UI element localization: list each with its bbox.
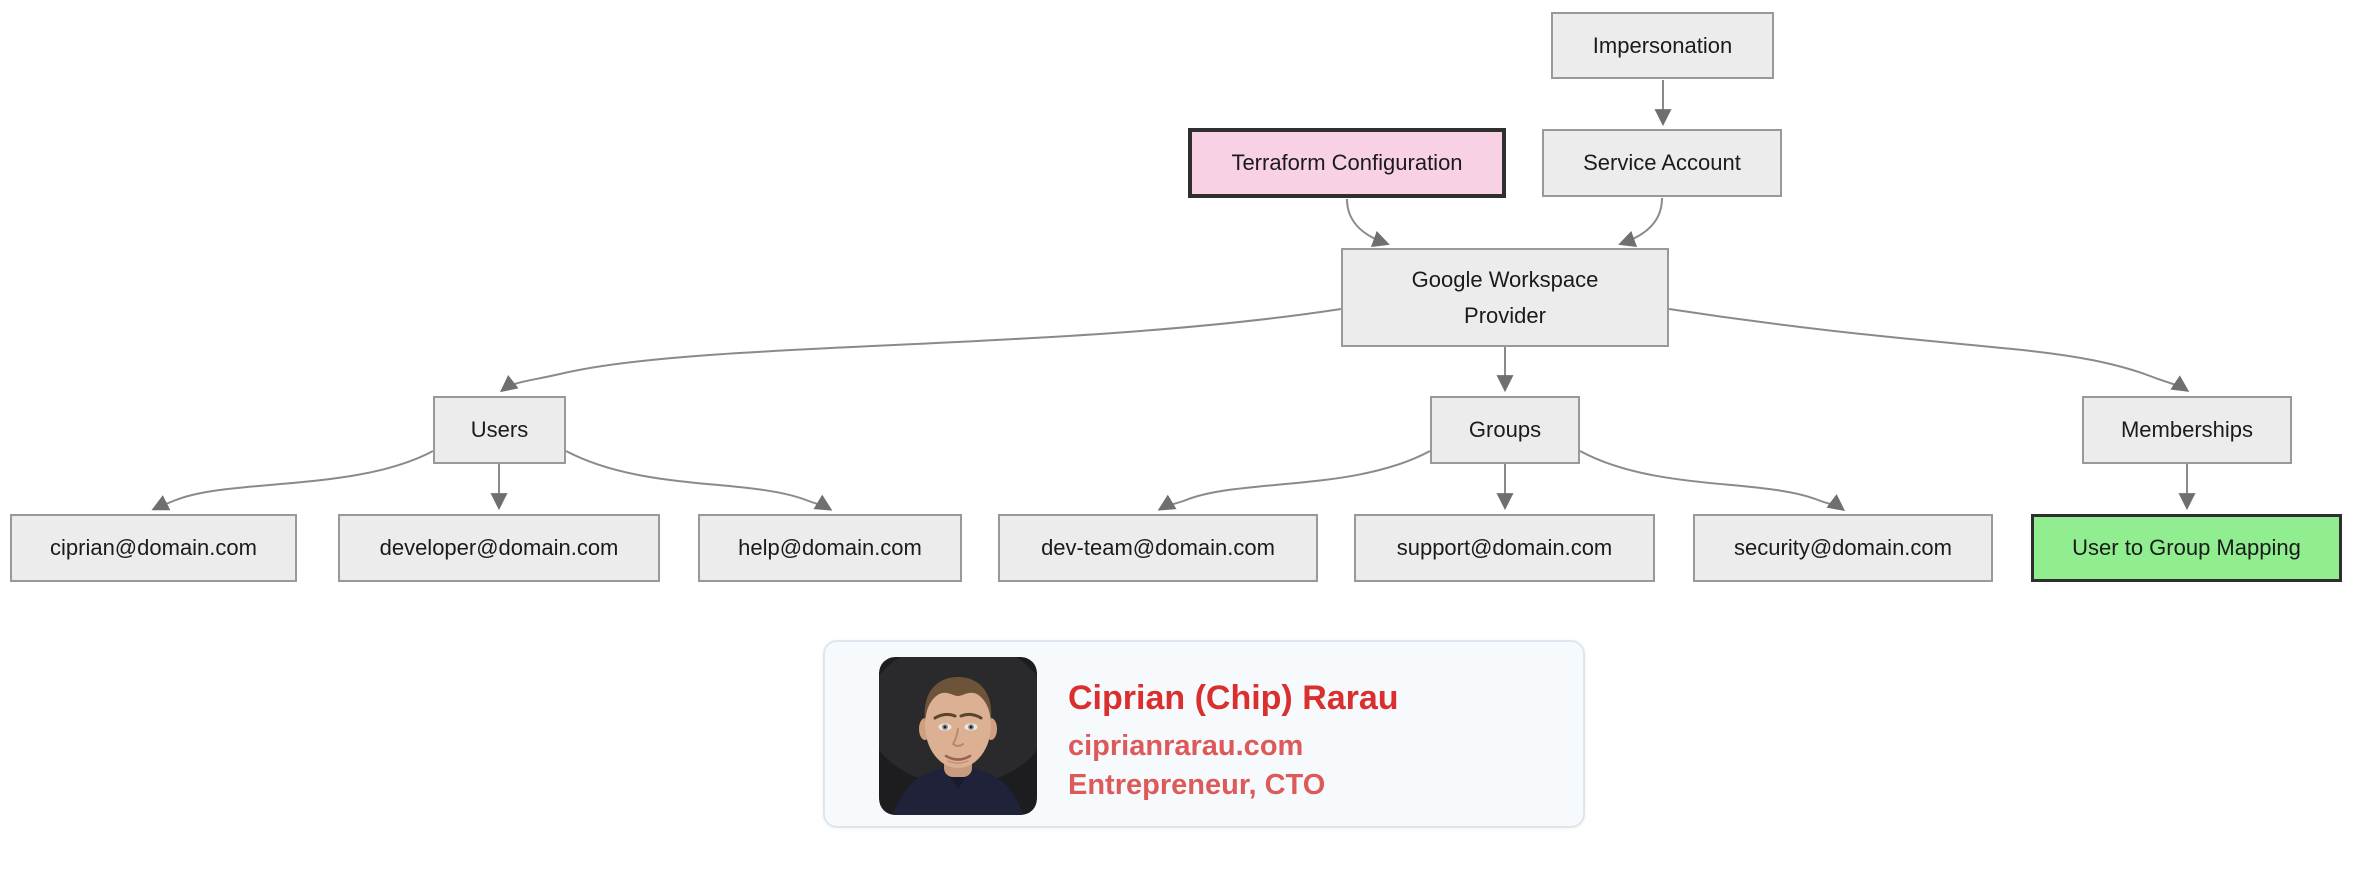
profile-website: ciprianrarau.com — [1068, 730, 1304, 762]
node-user-developer-label: developer@domain.com — [379, 535, 619, 561]
node-group-support-label: support@domain.com — [1396, 535, 1613, 561]
node-user-ciprian-label: ciprian@domain.com — [50, 535, 257, 561]
node-group-security: security@domain.com — [1693, 514, 1993, 582]
profile-photo — [879, 657, 1037, 815]
node-group-security-label: security@domain.com — [1734, 535, 1952, 561]
node-user-to-group-mapping-label: User to Group Mapping — [2072, 535, 2301, 561]
node-terraform-configuration-label: Terraform Configuration — [1231, 150, 1463, 176]
node-google-workspace-provider: Google Workspace Provider — [1341, 248, 1669, 347]
node-group-support: support@domain.com — [1354, 514, 1655, 582]
node-group-devteam-label: dev-team@domain.com — [1041, 535, 1275, 561]
node-user-to-group-mapping: User to Group Mapping — [2031, 514, 2342, 582]
profile-name: Ciprian (Chip) Rarau — [1068, 679, 1399, 717]
node-memberships: Memberships — [2082, 396, 2292, 464]
edge-terraform-provider — [1346, 198, 1390, 247]
node-service-account-label: Service Account — [1583, 150, 1741, 176]
node-google-workspace-provider-label: Google Workspace Provider — [1411, 267, 1599, 328]
edge-groups-security — [1579, 450, 1846, 512]
node-users-label: Users — [470, 417, 529, 443]
node-service-account: Service Account — [1542, 129, 1782, 197]
node-impersonation: Impersonation — [1551, 12, 1774, 79]
edge-users-ciprian — [151, 450, 434, 511]
node-groups-label: Groups — [1468, 417, 1542, 443]
node-group-devteam: dev-team@domain.com — [998, 514, 1318, 582]
profile-card: Ciprian (Chip) Rarau ciprianrarau.com En… — [823, 640, 1585, 828]
node-user-developer: developer@domain.com — [338, 514, 660, 582]
node-terraform-configuration: Terraform Configuration — [1188, 128, 1506, 198]
edge-service-provider — [1618, 197, 1663, 247]
node-users: Users — [433, 396, 566, 464]
edge-provider-memberships — [1668, 308, 2190, 392]
node-user-help: help@domain.com — [698, 514, 962, 582]
edge-provider-users — [499, 308, 1342, 393]
edge-users-help — [565, 450, 833, 511]
node-user-ciprian: ciprian@domain.com — [10, 514, 297, 582]
node-impersonation-label: Impersonation — [1592, 32, 1733, 58]
node-memberships-label: Memberships — [2120, 417, 2254, 443]
profile-title: Entrepreneur, CTO — [1068, 769, 1326, 801]
edge-groups-devteam — [1157, 450, 1431, 511]
node-user-help-label: help@domain.com — [738, 535, 922, 561]
node-groups: Groups — [1430, 396, 1580, 464]
